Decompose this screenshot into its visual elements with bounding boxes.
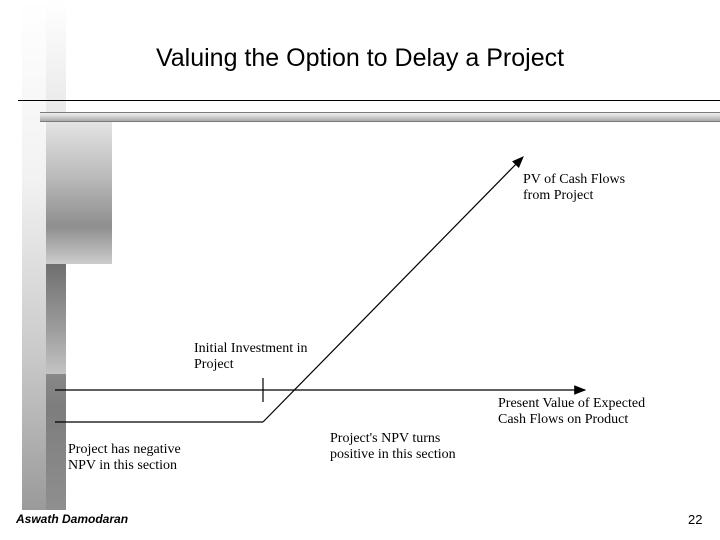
payoff-rising-segment xyxy=(262,156,524,423)
footer-author: Aswath Damodaran xyxy=(16,512,129,526)
label-positive-npv: Project's NPV turns positive in this sec… xyxy=(330,431,456,462)
left-gradient-bar-outer xyxy=(22,0,46,510)
title-divider xyxy=(18,100,720,101)
footer-page-number: 22 xyxy=(688,512,703,527)
title-accent-bar xyxy=(40,112,720,122)
label-initial-investment: Initial Investment in Project xyxy=(194,341,308,372)
label-negative-npv: Project has negative NPV in this section xyxy=(68,442,181,473)
page-title: Valuing the Option to Delay a Project xyxy=(155,44,565,72)
label-present-value-expected: Present Value of Expected Cash Flows on … xyxy=(498,396,646,427)
left-gradient-block xyxy=(46,114,112,264)
left-gradient-block-lower xyxy=(46,264,66,374)
label-pv-cash-flows: PV of Cash Flows from Project xyxy=(523,172,626,203)
